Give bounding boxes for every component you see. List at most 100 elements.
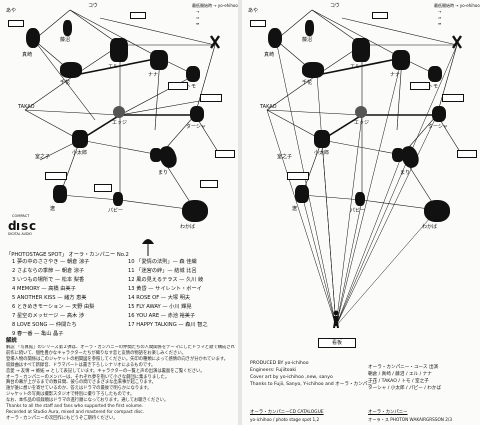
character-caption: ターシャ [186,124,206,130]
portrait-photo [355,106,367,118]
track-number: 10 [128,259,135,265]
track-title: 風の見えるテラス — 久川 綾 [136,277,204,283]
track-list-continued: 10 「愛情の法則」— 森 佳織 11 「迷宮の絆」— 結城 比呂 12 風の見… [128,258,236,330]
relation-label-box [94,184,112,192]
track-row: 12 風の見えるテラス — 久川 綾 [128,276,236,285]
character-caption: トモ [186,84,197,90]
portrait-photo [295,185,309,203]
track-list: 1 夢の中のささやき — 朝倉 涼子 2 さよならの季節 — 朝倉 涼子 3 い… [12,258,132,339]
album-title: 「PHOTOSTAGE SPOT」 オーラ・カンパニー No.2 [6,252,129,258]
character-caption: 千花 [60,80,71,86]
portrait-photo [186,66,200,82]
portrait-photo [314,130,330,148]
track-number: 12 [128,277,135,283]
tree-icon [142,239,154,256]
character-caption: 室之子 [35,154,51,160]
track-title: 「迷宮の絆」— 結城 比呂 [136,268,197,274]
character-caption: わかば [180,224,196,230]
track-row: 4 MEMORY — 高橋 由美子 [12,285,132,294]
character-caption: 遼 [292,206,298,212]
character-caption: エッジ [112,120,128,126]
track-row: 11 「迷宮の絆」— 結城 比呂 [128,267,236,276]
character-caption: ターシャ [428,124,448,130]
cast-block: オーラ・カンパニー・ユース 出演 朝倉 / 真崎 / 藤沼 / エル / ナナ … [368,364,478,392]
track-title: いつもの場所で — 松本 梨香 [16,277,85,283]
character-caption: コウ [88,3,98,9]
right-legend-line-3: ⇛ [438,21,442,26]
portrait-photo [190,106,204,122]
left-legend-line-1: → [196,9,200,14]
track-number: 13 [128,286,135,292]
track-row: 15 FLY AWAY — 小川 輝晃 [128,303,236,312]
track-row: 14 ROSE OF — 大塚 明夫 [128,294,236,303]
cast-line: ターシャ / 小太郎 / パピー / わかば [368,386,442,391]
portrait-photo [150,50,168,70]
track-title: HAPPY TALKING — 森川 智之 [136,322,208,328]
track-title: 星空のメッセージ — 高木 渉 [16,313,85,319]
portrait-photo [26,28,40,48]
track-number: 6 [12,304,16,310]
track-title: ときめきモーション — 天野 由梨 [16,304,95,310]
track-title: YOU ARE — 赤池 裕美子 [136,313,196,319]
portrait-photo [428,66,442,82]
track-number: 3 [12,277,16,283]
track-row: 1 夢の中のささやき — 朝倉 涼子 [12,258,132,267]
character-caption: わかば [422,224,438,230]
track-title: 夢の中のささやき — 朝倉 涼子 [16,259,90,265]
character-caption: 千花 [302,80,313,86]
portrait-photo [305,20,314,36]
character-caption: 小太郎 [314,150,330,156]
svg-text:s: s [21,219,28,231]
track-number: 5 [12,295,16,301]
notes-line: 前作に続いて、個性豊かなキャラクターたちが織りなす恋と友情の物語をお楽しみくださ… [6,350,186,356]
left-legend-line-2: ⇒ [196,15,200,20]
character-caption: パピー [350,208,366,214]
cd-logo-top-text: COMPACT [12,214,30,218]
right-legend-heading: 最低開始時 → yo-ehihoo [434,3,480,8]
portrait-photo [424,200,450,222]
track-number: 7 [12,313,16,319]
cast-line: 千花 / TAKAO / トモ / 室之子 [368,379,429,384]
notes-line: 収録曲はすべて新録音、ドラマパートは書き下ろしシナリオによるものです。 [6,362,156,368]
page-gutter [238,0,242,425]
relation-label-box [130,12,146,19]
character-caption: まり [400,170,411,176]
character-caption: TAKAO [260,104,277,110]
character-caption: 藤沼 [302,37,313,43]
track-row: 6 ときめきモーション — 天野 由梨 [12,303,132,312]
track-row: 13 黄昏 — サイレント・ボーイ [128,285,236,294]
track-row: 7 星空のメッセージ — 高木 渉 [12,312,132,321]
notes-line: 登場人物の関係はこのジャケットの相関図を参照してください。矢印の種類によって感情… [6,356,229,362]
company-text: オーラ・ス PHOTON WAKAIRGRSSON 2/3 [368,417,452,422]
portrait-photo [268,28,282,48]
track-row: 2 さよならの季節 — 朝倉 涼子 [12,267,132,276]
credit-line: Cover art by yo-ichihoo ,new, sanyo [250,375,333,380]
track-row: 8 LOVE SONG — 仲間たち [12,321,132,330]
track-title: LOVE SONG — 仲間たち [16,322,77,328]
svg-text:d: d [8,219,17,231]
character-caption: 小太郎 [72,150,88,156]
left-legend-line-3: ⇛ [196,21,200,26]
right-legend-line-2: ⇒ [438,15,442,20]
character-caption: 真崎 [264,52,275,58]
character-caption: ナナ [390,72,401,78]
x-mark [210,34,220,49]
track-title: 「愛情の法則」— 森 佳織 [136,259,197,265]
portrait-photo [53,185,67,203]
relation-label-box [457,150,477,158]
track-number: 11 [128,268,135,274]
portrait-photo [113,106,125,118]
hub-label-box: 看板 [318,338,356,348]
track-number: 1 [12,259,16,265]
svg-text:c: c [29,219,36,231]
character-caption: 遼 [50,206,56,212]
relation-label-box [45,172,67,180]
track-title: ANOTHER KISS — 緒方 恵美 [16,295,87,301]
track-number: 4 [12,286,16,292]
left-legend-heading: 最低開始時 → yo-ehihoo [192,3,238,8]
disc-icon: d ı s c [8,219,36,231]
credit-line: Thanks to Fujii, Sanyo, Y-ichihoo and オー… [250,382,377,387]
portrait-photo [355,192,365,206]
track-title: 春一番 — 亀山 晶子 [16,331,64,337]
track-title: FLY AWAY — 小川 輝晃 [136,304,192,310]
